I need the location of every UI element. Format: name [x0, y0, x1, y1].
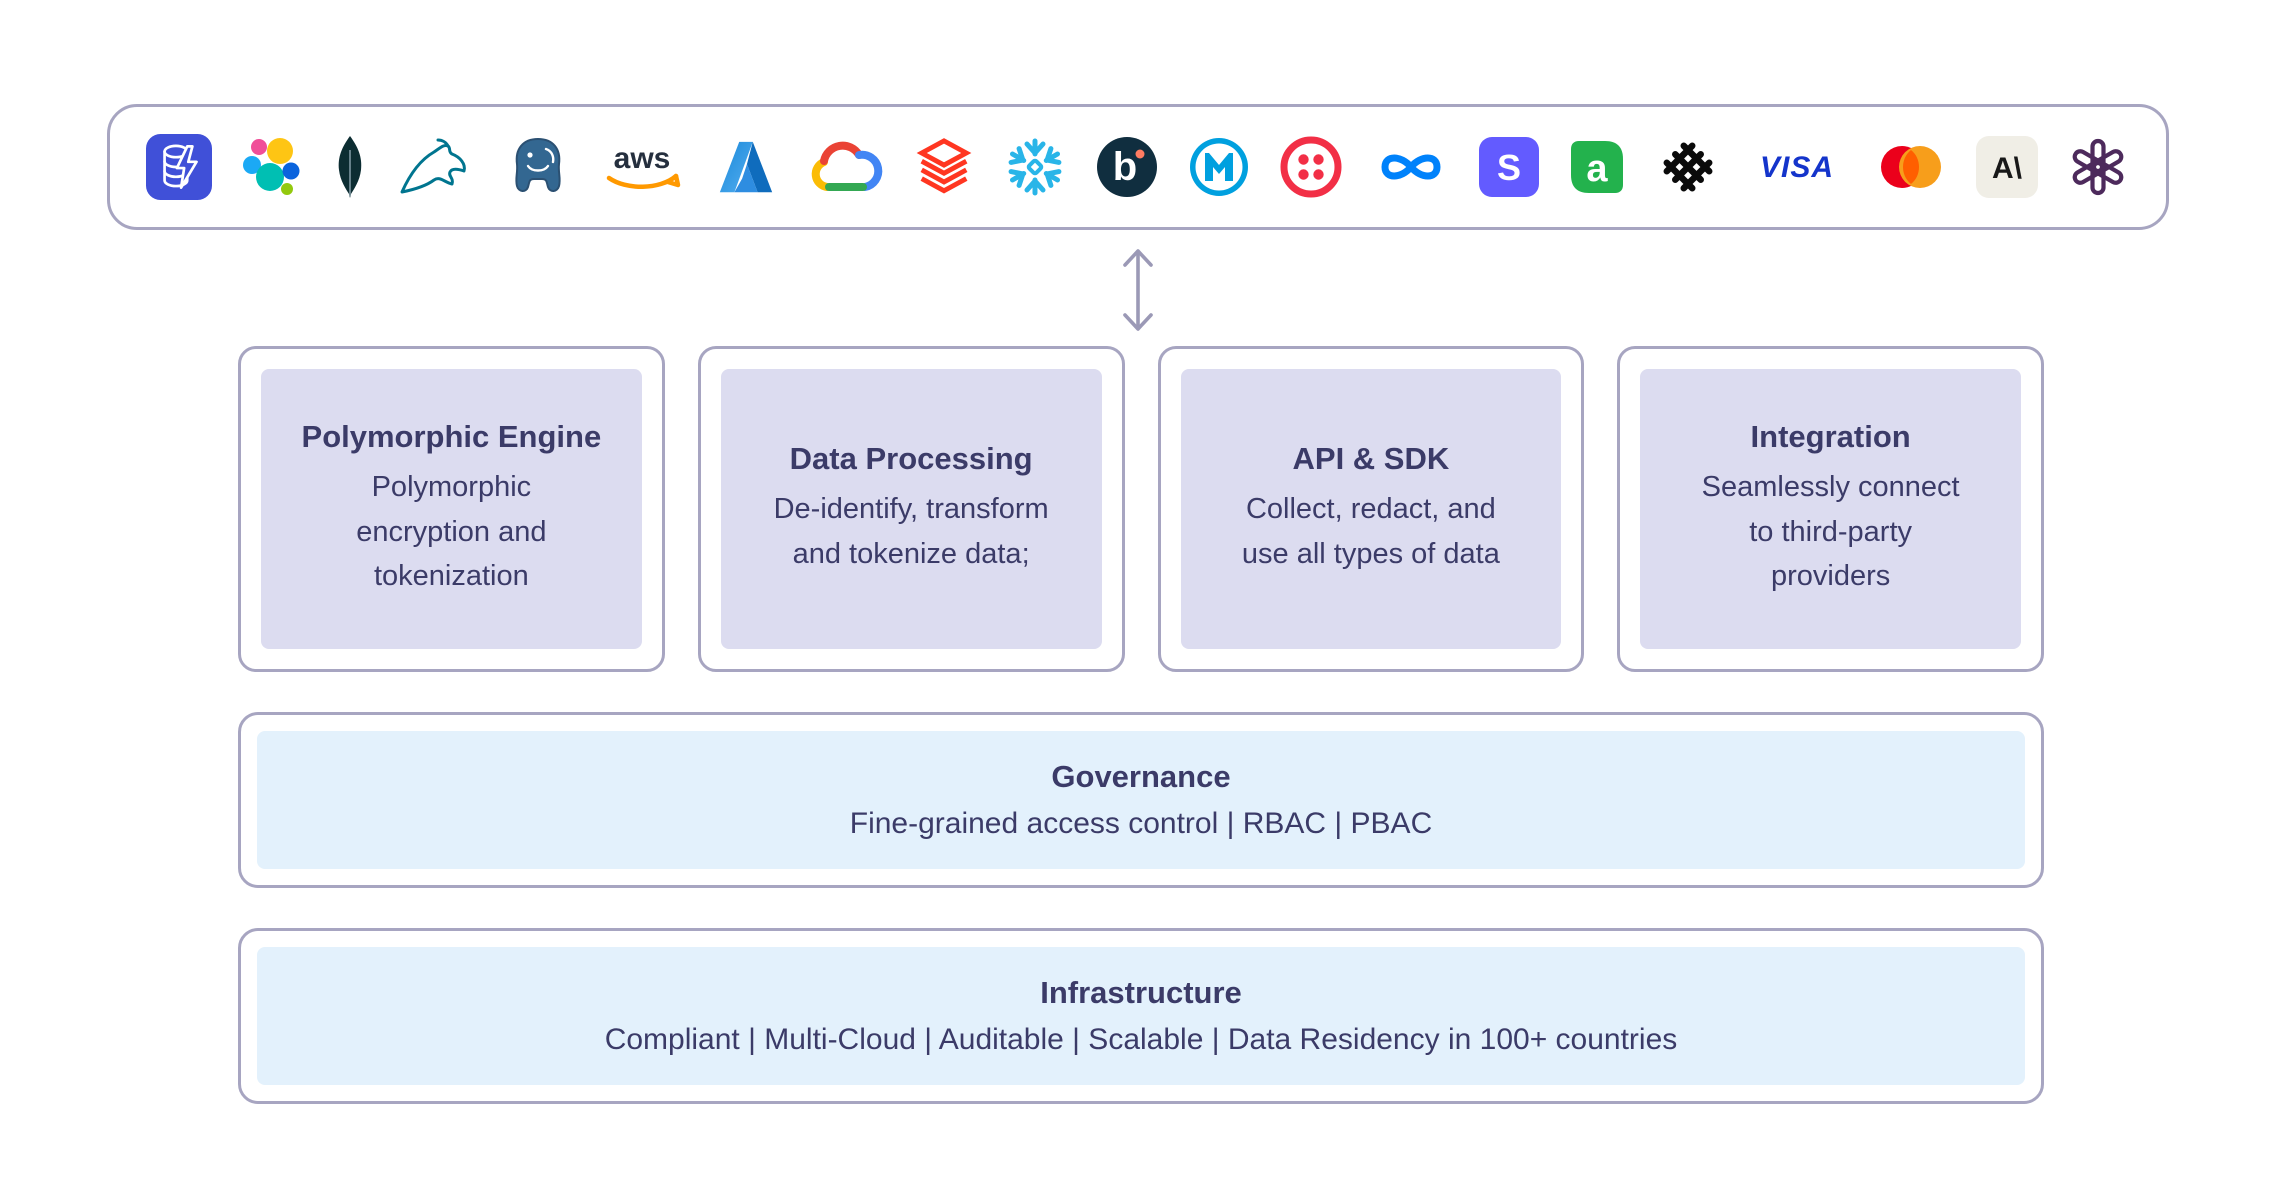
infrastructure-title: Infrastructure: [1040, 975, 1242, 1010]
feature-box-description: Seamlessly connect to third-party provid…: [1701, 470, 1960, 593]
feature-box-description: Collect, redact, and use all types of da…: [1241, 493, 1500, 570]
svg-text:b: b: [1113, 145, 1137, 189]
logo-mulesoft: [1187, 132, 1251, 202]
logo-aws: aws: [598, 132, 686, 202]
logo-snowflake: [1003, 132, 1067, 202]
logo-braze: b: [1095, 132, 1159, 202]
infrastructure-bar: Infrastructure Compliant | Multi-Cloud |…: [238, 928, 2044, 1104]
governance-title: Governance: [1051, 759, 1231, 794]
logo-meta: [1371, 132, 1451, 202]
feature-box-title: API & SDK: [1292, 441, 1450, 477]
logo-azure: [715, 132, 777, 202]
logo-anthropic: A\: [1975, 132, 2038, 202]
logo-database: [146, 132, 212, 202]
feature-box-title: Polymorphic Engine: [301, 418, 602, 454]
infrastructure-fill: Infrastructure Compliant | Multi-Cloud |…: [257, 947, 2025, 1085]
bidirectional-arrow: [0, 244, 2276, 336]
logo-elasticsearch: [240, 132, 304, 202]
logo-google-cloud: [805, 132, 885, 202]
logo-stripe: S: [1479, 132, 1540, 202]
governance-bar: Governance Fine-grained access control |…: [238, 712, 2044, 888]
logo-plaid: [1656, 132, 1720, 202]
logo-postgresql: [506, 132, 570, 202]
infrastructure-description: Compliant | Multi-Cloud | Auditable | Sc…: [604, 1023, 1678, 1056]
svg-text:S: S: [1497, 147, 1521, 188]
feature-box-description: Polymorphic encryption and tokenization: [356, 470, 547, 593]
feature-box-title: Integration: [1750, 418, 1911, 454]
logo-twilio: [1279, 132, 1343, 202]
up-down-arrow-icon: [1123, 249, 1153, 331]
logo-openai: [2066, 132, 2130, 202]
svg-text:A\: A\: [1992, 152, 2023, 185]
logo-mongodb: [332, 132, 368, 202]
logo-appfolio: a: [1567, 132, 1627, 202]
svg-text:VISA: VISA: [1760, 151, 1834, 184]
svg-text:aws: aws: [614, 142, 671, 175]
logo-mastercard: [1874, 132, 1948, 202]
governance-description: Fine-grained access control | RBAC | PBA…: [849, 807, 1433, 840]
governance-fill: Governance Fine-grained access control |…: [257, 731, 2025, 869]
logo-databricks: [913, 132, 975, 202]
logo-visa: VISA: [1748, 132, 1846, 202]
logo-mysql: [396, 132, 478, 202]
feature-box-api-sdk: API & SDK Collect, redact, and use all ty…: [1157, 346, 1585, 672]
feature-box-title: Data Processing: [789, 441, 1033, 477]
feature-box-description: De-identify, transform and tokenize data…: [773, 493, 1049, 570]
svg-text:a: a: [1587, 148, 1609, 190]
feature-box-fill: API & SDK Collect, redact, and use all ty…: [1180, 369, 1562, 649]
